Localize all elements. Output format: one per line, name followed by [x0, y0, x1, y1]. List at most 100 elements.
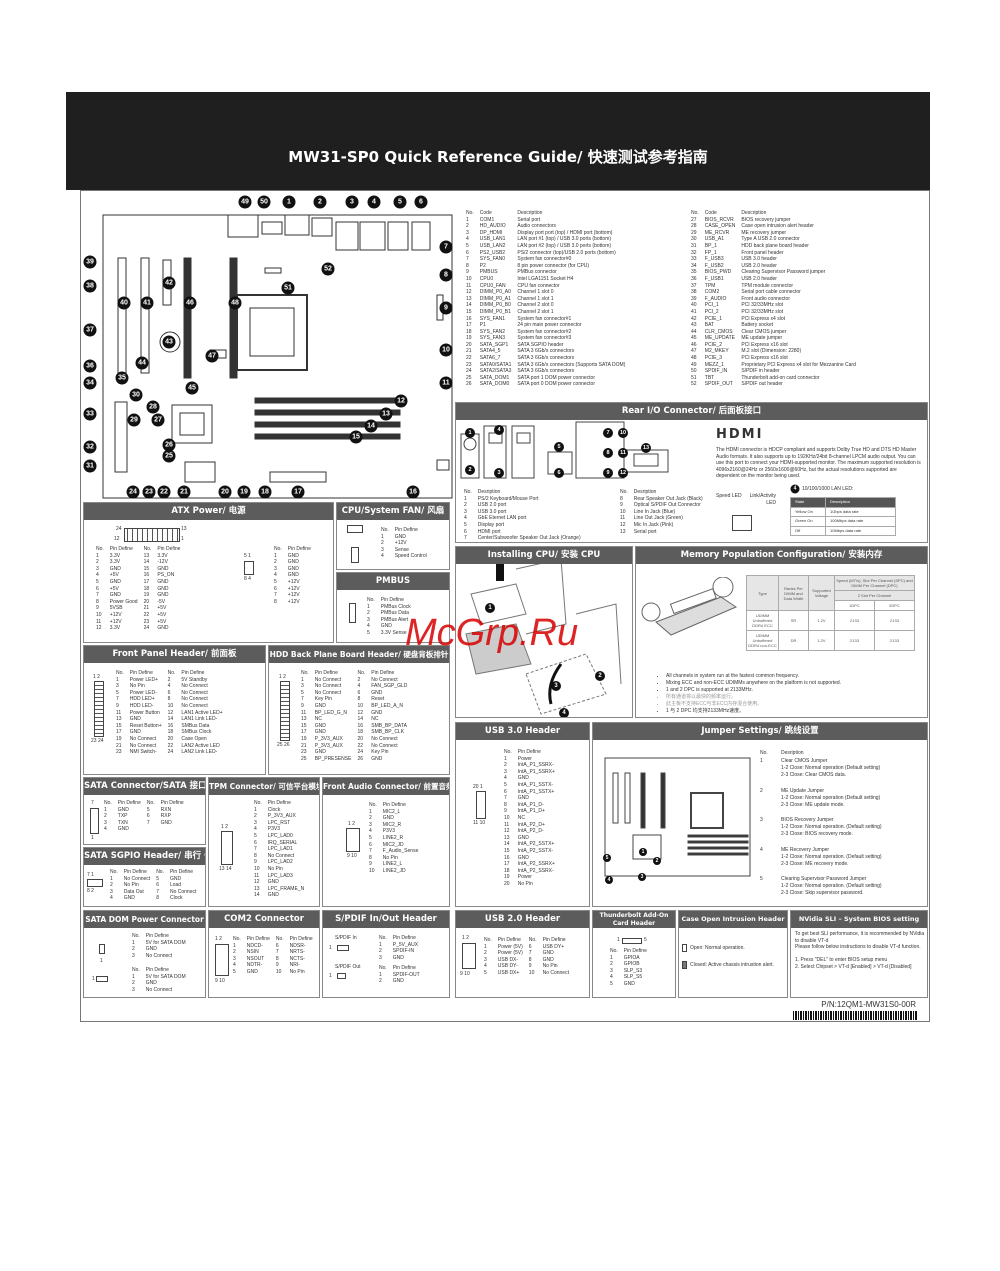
jumper-name: Clearing Supervisor Password Jumper [781, 876, 867, 882]
table-cell: No Pin [517, 880, 533, 887]
pin-label: 20 1 [473, 784, 483, 790]
sgpio-header-icon [87, 879, 103, 887]
table-cell: 3 [233, 955, 236, 962]
table-cell: 6 [167, 689, 171, 696]
table-cell: Power LED- [129, 689, 157, 696]
table-cell: 2 [381, 540, 384, 547]
mem-cell: UDIMM Unbuffered DDR4 ECC [746, 610, 779, 631]
table-cell: 6 [357, 689, 361, 696]
table-cell: 22 [466, 355, 472, 362]
table-cell: Pin Define [129, 670, 153, 676]
table-cell: Off [790, 525, 826, 537]
table-cell: SATA_SGP1 [479, 341, 509, 348]
table-cell: SPDIF-IN [392, 948, 415, 955]
table-cell: P_3V3_AUX [314, 742, 343, 749]
table-cell: S/PDIF out header [741, 381, 783, 388]
rear-port-marker: 8 [603, 448, 613, 458]
table-cell: BIOS_PWD [704, 269, 732, 276]
spdif-in-label: S/PDIF In [335, 935, 357, 941]
table-cell: No. [301, 670, 309, 676]
jumper-setting: 1-2 Close: Normal operation. (Default se… [781, 883, 882, 889]
lan-led-title: 10/100/1000 LAN LED: [802, 486, 854, 492]
table-cell: 4 [233, 962, 236, 969]
table-header-row: No.Pin Define [132, 967, 192, 974]
table-cell: GND [517, 795, 529, 802]
pin-label: 9 10 [347, 853, 357, 859]
thunderbolt-header-icon [622, 938, 642, 944]
rear-port-marker: 10 [618, 428, 628, 438]
table-cell: GND [314, 722, 326, 729]
table-cell: No Pin [123, 882, 139, 889]
table-cell: 1 [132, 939, 135, 946]
table-cell: -12V [157, 559, 168, 566]
table-cell: 3 [110, 888, 113, 895]
table-cell: 14 [357, 716, 364, 723]
table-cell: BP_LED_G_N [314, 709, 348, 716]
table-cell: 9 [96, 605, 99, 612]
table-cell: State [790, 497, 826, 508]
table-cell: 10 [369, 867, 375, 874]
table-cell: USB DY- [497, 963, 518, 970]
jumper-head-no: No. [760, 750, 768, 756]
table-cell: IntA_P2_D+ [517, 821, 545, 828]
table-cell: 3 [104, 819, 107, 826]
spdif-section: S/PDIF In/Out Header S/PDIF In 1 S/PDIF … [322, 910, 450, 998]
callout-marker: 35 [115, 371, 129, 385]
mem-header-spc: 2 Slot Per Channel [834, 590, 915, 601]
table-cell: Channel 2 slot 0 [517, 302, 554, 309]
table-cell: 9 [504, 808, 507, 815]
memory-note: 1 与 2 DPC 均支持2133MHz速度。 [666, 708, 841, 715]
table-cell: No. [528, 937, 537, 943]
table-header-row: No.Desription [464, 489, 587, 496]
table-cell: PMBus Clock [380, 603, 411, 610]
table-cell: GND [109, 565, 121, 572]
table-cell: Serial port [633, 528, 657, 535]
table-cell: P_5V_AUX [392, 941, 419, 948]
callout-marker: 34 [83, 376, 97, 390]
table-cell: 14 [254, 892, 260, 899]
pin-label: 11 10 [473, 820, 486, 826]
table-cell: No Connect [145, 986, 173, 993]
table-cell: BAT [704, 322, 715, 329]
table-cell: GND [517, 834, 529, 841]
table-cell: COM2 [704, 289, 720, 296]
table-cell: 27 [691, 216, 697, 223]
pin-label: 24 [116, 526, 122, 532]
jumper-name: ME Recovery Jumper [781, 846, 830, 853]
table-cell: 5 [466, 242, 469, 249]
table-cell: PCI Express x16 slot [741, 341, 788, 348]
table-cell: GPIOB [623, 961, 640, 968]
table-cell: 2 [504, 762, 507, 769]
table-cell: 24 [143, 625, 150, 632]
table-cell: NRI- [289, 962, 300, 969]
table-cell: 11 [254, 872, 260, 879]
table-cell: Pin Define [145, 933, 169, 939]
table-cell: BIOS recovery jumper [741, 216, 791, 223]
table-cell: 51 [691, 374, 697, 381]
table-cell: 15 [143, 565, 150, 572]
table-cell: SATA0/SATA1 [479, 361, 512, 368]
table-cell: 10 [466, 275, 472, 282]
table-cell: +12V [109, 618, 122, 625]
table-cell: CLR_CMOS [704, 328, 733, 335]
callout-marker: 19 [237, 485, 251, 499]
section-title: Thunderbolt Add-On Card Header [593, 911, 675, 928]
